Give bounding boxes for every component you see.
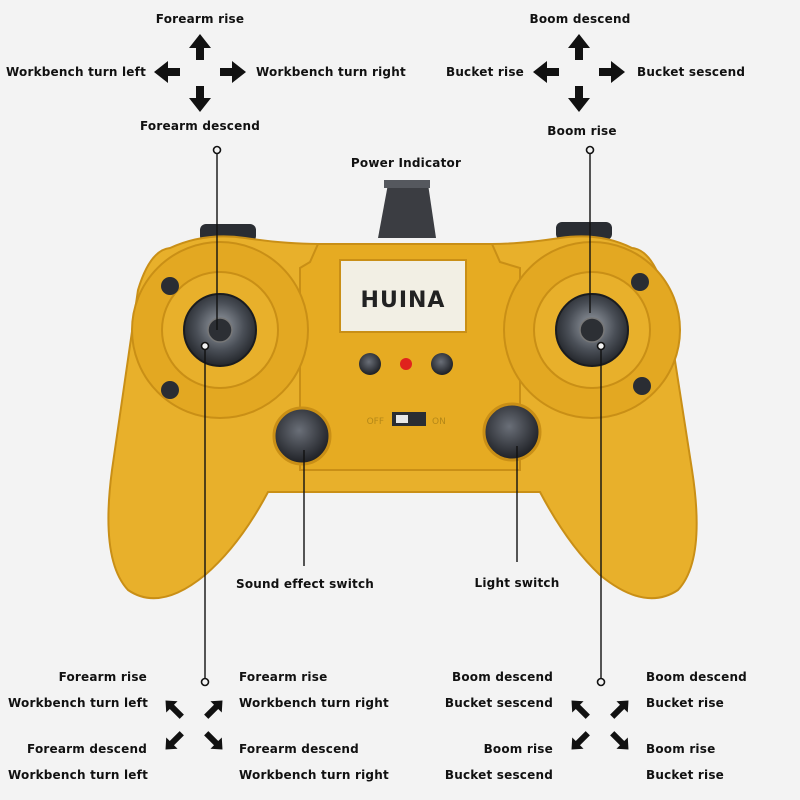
screw — [633, 377, 651, 395]
power-switch-knob[interactable] — [396, 415, 408, 423]
power-led — [400, 358, 412, 370]
right-stick-left-label: Bucket rise — [445, 65, 524, 79]
antenna — [378, 180, 436, 238]
right-bottom-dr-label: Boom rise — [646, 742, 716, 756]
arrow-right-icon — [599, 61, 625, 83]
left-bottom-ur-label: Forearm rise — [239, 670, 328, 684]
right-joystick[interactable] — [555, 293, 629, 367]
arrow-up-icon — [568, 34, 590, 60]
left-bottom-ul2-label: Workbench turn left — [8, 696, 148, 710]
right-bottom-diagonal-arrows — [571, 700, 629, 750]
right-bottom-ur2-label: Bucket rise — [646, 696, 725, 710]
right-bottom-ul-label: Boom descend — [452, 670, 553, 684]
left-stick-up-label: Forearm rise — [155, 12, 245, 26]
right-top-arrows — [533, 34, 625, 112]
left-bottom-diagonal-arrows — [165, 700, 223, 750]
screw — [631, 273, 649, 291]
left-bottom-dl-label: Forearm descend — [27, 742, 147, 756]
logo-screen — [339, 259, 467, 333]
sound-effect-button[interactable] — [272, 406, 332, 466]
arrow-down-icon — [568, 86, 590, 112]
arrow-down-icon — [189, 86, 211, 112]
left-bottom-ul-label: Forearm rise — [58, 670, 147, 684]
left-bottom-dr2-label: Workbench turn right — [239, 768, 389, 782]
leader-lines — [204, 150, 602, 680]
brand-logo: HUINA — [361, 288, 446, 313]
light-button[interactable] — [482, 402, 542, 462]
switch-off-label: OFF — [367, 417, 384, 427]
screw — [161, 277, 179, 295]
right-stick-down-label: Boom rise — [547, 124, 617, 138]
center-right-button[interactable] — [431, 353, 453, 375]
right-stick-up-label: Boom descend — [529, 12, 631, 26]
left-bottom-dr-label: Forearm descend — [239, 742, 359, 756]
left-bottom-ur2-label: Workbench turn right — [239, 696, 389, 710]
light-switch-label: Light switch — [474, 576, 560, 590]
arrow-left-icon — [533, 61, 559, 83]
screw — [161, 381, 179, 399]
left-stick-right-label: Workbench turn right — [256, 65, 406, 79]
right-bottom-dl-label: Boom rise — [483, 742, 553, 756]
left-stick-down-label: Forearm descend — [140, 119, 260, 133]
right-bottom-dr2-label: Bucket rise — [646, 768, 725, 782]
sound-effect-switch-label: Sound effect switch — [235, 577, 375, 591]
arrow-right-icon — [220, 61, 246, 83]
left-stick-left-label: Workbench turn left — [6, 65, 146, 79]
arrow-left-icon — [154, 61, 180, 83]
right-shoulder-button[interactable] — [556, 222, 612, 240]
left-top-arrows — [154, 34, 246, 112]
left-bottom-dl2-label: Workbench turn left — [8, 768, 148, 782]
switch-on-label: ON — [432, 417, 446, 427]
center-left-button[interactable] — [359, 353, 381, 375]
arrow-up-icon — [189, 34, 211, 60]
right-stick-right-label: Bucket sescend — [637, 65, 746, 79]
right-bottom-ur-label: Boom descend — [646, 670, 747, 684]
leader-dots — [200, 145, 606, 687]
power-indicator-label: Power Indicator — [350, 156, 462, 170]
right-bottom-ul2-label: Bucket sescend — [444, 696, 553, 710]
right-bottom-dl2-label: Bucket sescend — [444, 768, 553, 782]
left-joystick[interactable] — [183, 293, 257, 367]
